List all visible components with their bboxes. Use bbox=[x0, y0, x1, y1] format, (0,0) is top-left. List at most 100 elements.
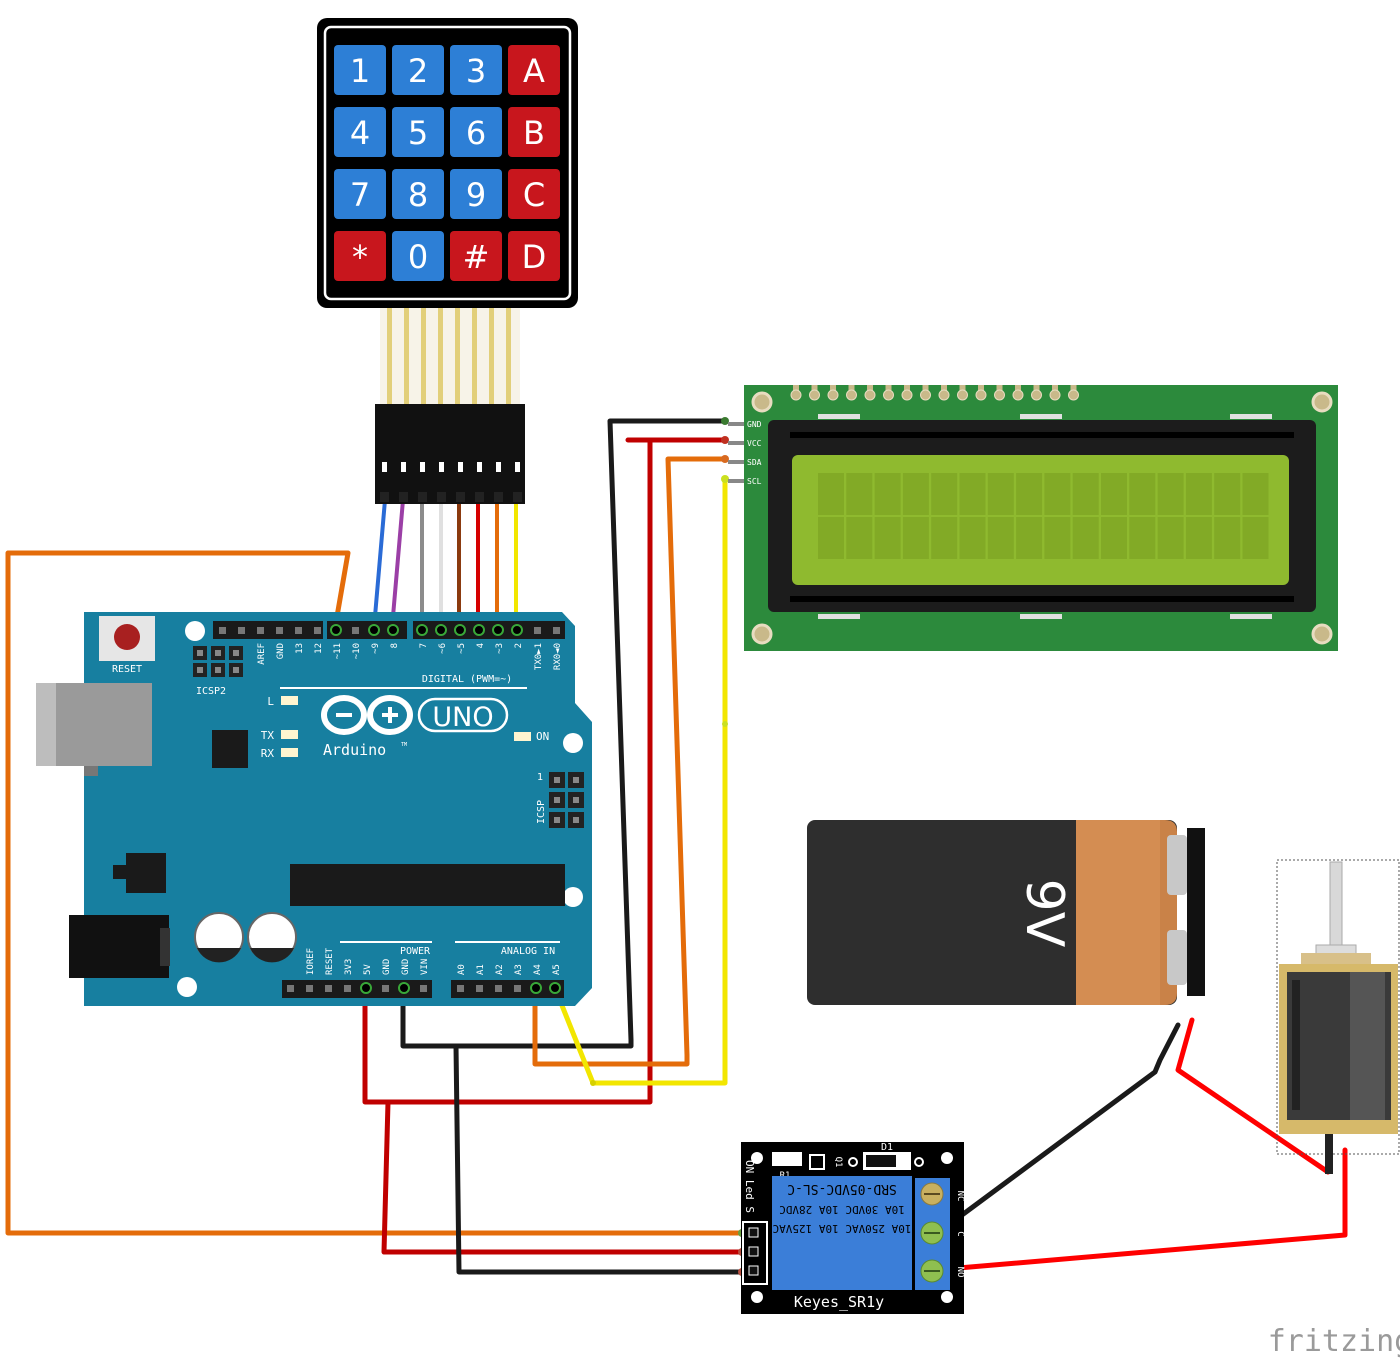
wire-red-relay-no-to-solenoid[interactable] bbox=[932, 1147, 1348, 1273]
wire-blue-keypad[interactable] bbox=[372, 498, 387, 630]
keypad-key[interactable] bbox=[450, 169, 502, 219]
connector-socket[interactable] bbox=[456, 492, 465, 502]
wire-red-5v-bus[interactable] bbox=[362, 437, 728, 1105]
ribbon-trace bbox=[506, 308, 511, 404]
header-pin[interactable] bbox=[344, 985, 351, 992]
connector-socket[interactable] bbox=[475, 492, 484, 502]
wire-black-battery-to-relay-c[interactable] bbox=[932, 1022, 1181, 1238]
arduino-logo: UNO Arduino TM bbox=[321, 695, 509, 759]
connector-socket[interactable] bbox=[437, 492, 446, 502]
keypad-key[interactable] bbox=[508, 107, 560, 157]
lcd-header-pin[interactable] bbox=[827, 389, 839, 401]
lcd-char-cell bbox=[1072, 473, 1099, 515]
lcd-char-cell bbox=[818, 517, 844, 559]
usb-chip bbox=[212, 730, 248, 768]
keypad-key-label: # bbox=[463, 238, 490, 276]
power-jack bbox=[69, 915, 169, 978]
header-pin[interactable] bbox=[553, 627, 560, 634]
lcd-header-pin[interactable] bbox=[994, 389, 1005, 401]
wire-orange-pin11-to-relay-signal[interactable] bbox=[5, 550, 745, 1236]
lcd-header-pin[interactable] bbox=[1012, 389, 1024, 401]
header-pin[interactable] bbox=[276, 627, 283, 634]
lcd-char-cell bbox=[1129, 473, 1156, 515]
lcd-header-pin[interactable] bbox=[938, 389, 950, 401]
keypad-key-label: * bbox=[352, 238, 368, 276]
keypad-key[interactable] bbox=[508, 169, 560, 219]
keypad-key[interactable] bbox=[334, 107, 386, 157]
header-pin[interactable] bbox=[495, 985, 502, 992]
wire-black-gnd-bus[interactable] bbox=[400, 418, 728, 1049]
wire-yellow-a5-to-scl[interactable] bbox=[552, 476, 728, 1086]
led-tx bbox=[281, 730, 298, 739]
relay-d1-label: D1 bbox=[881, 1142, 893, 1153]
keypad-key[interactable] bbox=[450, 45, 502, 95]
header-pin[interactable] bbox=[257, 627, 264, 634]
lcd-header-pin[interactable] bbox=[864, 389, 876, 401]
connector-socket[interactable] bbox=[380, 492, 389, 502]
lcd-char-cell bbox=[1242, 517, 1269, 559]
header-pin[interactable] bbox=[325, 985, 332, 992]
header-pin[interactable] bbox=[295, 627, 302, 634]
keypad-key[interactable] bbox=[392, 45, 444, 95]
connector-pin bbox=[458, 462, 463, 472]
keypad-key[interactable] bbox=[508, 231, 560, 281]
digital-pin-label: 7 bbox=[419, 643, 429, 648]
lcd-header-pin[interactable] bbox=[1031, 389, 1042, 401]
lcd-char-cell bbox=[846, 517, 873, 559]
lcd-char-cell bbox=[1129, 517, 1156, 559]
relay-q1-label: Q1 bbox=[833, 1157, 843, 1168]
keypad-key[interactable] bbox=[334, 169, 386, 219]
lcd-header-pin[interactable] bbox=[809, 389, 820, 401]
connector-socket[interactable] bbox=[494, 492, 503, 502]
relay-coil bbox=[772, 1176, 912, 1290]
header-pin[interactable] bbox=[457, 985, 464, 992]
connector-pin bbox=[420, 462, 425, 472]
wire-red-battery-to-solenoid[interactable] bbox=[1175, 1017, 1331, 1175]
lcd-char-cell bbox=[1157, 473, 1184, 515]
wire-black-gnd-to-relay[interactable] bbox=[453, 1043, 745, 1275]
lcd-header-pin[interactable] bbox=[901, 389, 913, 401]
header-pin[interactable] bbox=[420, 985, 427, 992]
keypad-key[interactable] bbox=[392, 169, 444, 219]
header-pin[interactable] bbox=[534, 627, 541, 634]
lcd-header-pin[interactable] bbox=[957, 389, 968, 401]
connector-socket[interactable] bbox=[399, 492, 408, 502]
lcd-char-cell bbox=[874, 473, 901, 515]
keypad-key[interactable] bbox=[392, 107, 444, 157]
led-on bbox=[514, 732, 531, 741]
keypad-key[interactable] bbox=[392, 231, 444, 281]
keypad-key[interactable] bbox=[450, 107, 502, 157]
header-pin[interactable] bbox=[352, 627, 359, 634]
header-pin[interactable] bbox=[287, 985, 294, 992]
lcd-header-pin[interactable] bbox=[1049, 389, 1061, 401]
keypad-key[interactable] bbox=[334, 45, 386, 95]
header-pin[interactable] bbox=[238, 627, 245, 634]
keypad-key-label: 3 bbox=[466, 52, 486, 90]
header-pin[interactable] bbox=[219, 627, 226, 634]
lcd-char-cell bbox=[902, 473, 929, 515]
wire-orange-a4-to-sda[interactable] bbox=[532, 456, 728, 1067]
header-pin[interactable] bbox=[514, 985, 521, 992]
lcd-header-pin[interactable] bbox=[975, 389, 987, 401]
power-pin-label: IOREF bbox=[306, 948, 316, 975]
wire-purple-keypad[interactable] bbox=[390, 498, 405, 630]
keypad-key[interactable] bbox=[334, 231, 386, 281]
keypad-key[interactable] bbox=[450, 231, 502, 281]
keypad-key[interactable] bbox=[508, 45, 560, 95]
lcd-header-pin[interactable] bbox=[790, 389, 802, 401]
wires bbox=[5, 418, 1348, 1275]
lcd-header-pin[interactable] bbox=[1068, 389, 1079, 401]
connector-socket[interactable] bbox=[418, 492, 427, 502]
led-l-label: L bbox=[267, 695, 274, 708]
header-pin[interactable] bbox=[306, 985, 313, 992]
header-pin[interactable] bbox=[382, 985, 389, 992]
led-on-label: ON bbox=[536, 730, 549, 743]
header-pin[interactable] bbox=[314, 627, 321, 634]
header-pin[interactable] bbox=[476, 985, 483, 992]
wire-red-5v-to-relay[interactable] bbox=[381, 1099, 745, 1255]
lcd-header-pin[interactable] bbox=[920, 389, 931, 401]
connector-socket[interactable] bbox=[513, 492, 522, 502]
lcd-header-pin[interactable] bbox=[846, 389, 857, 401]
lcd-header-pin[interactable] bbox=[883, 389, 894, 401]
analog-pin-label: A3 bbox=[514, 964, 524, 975]
